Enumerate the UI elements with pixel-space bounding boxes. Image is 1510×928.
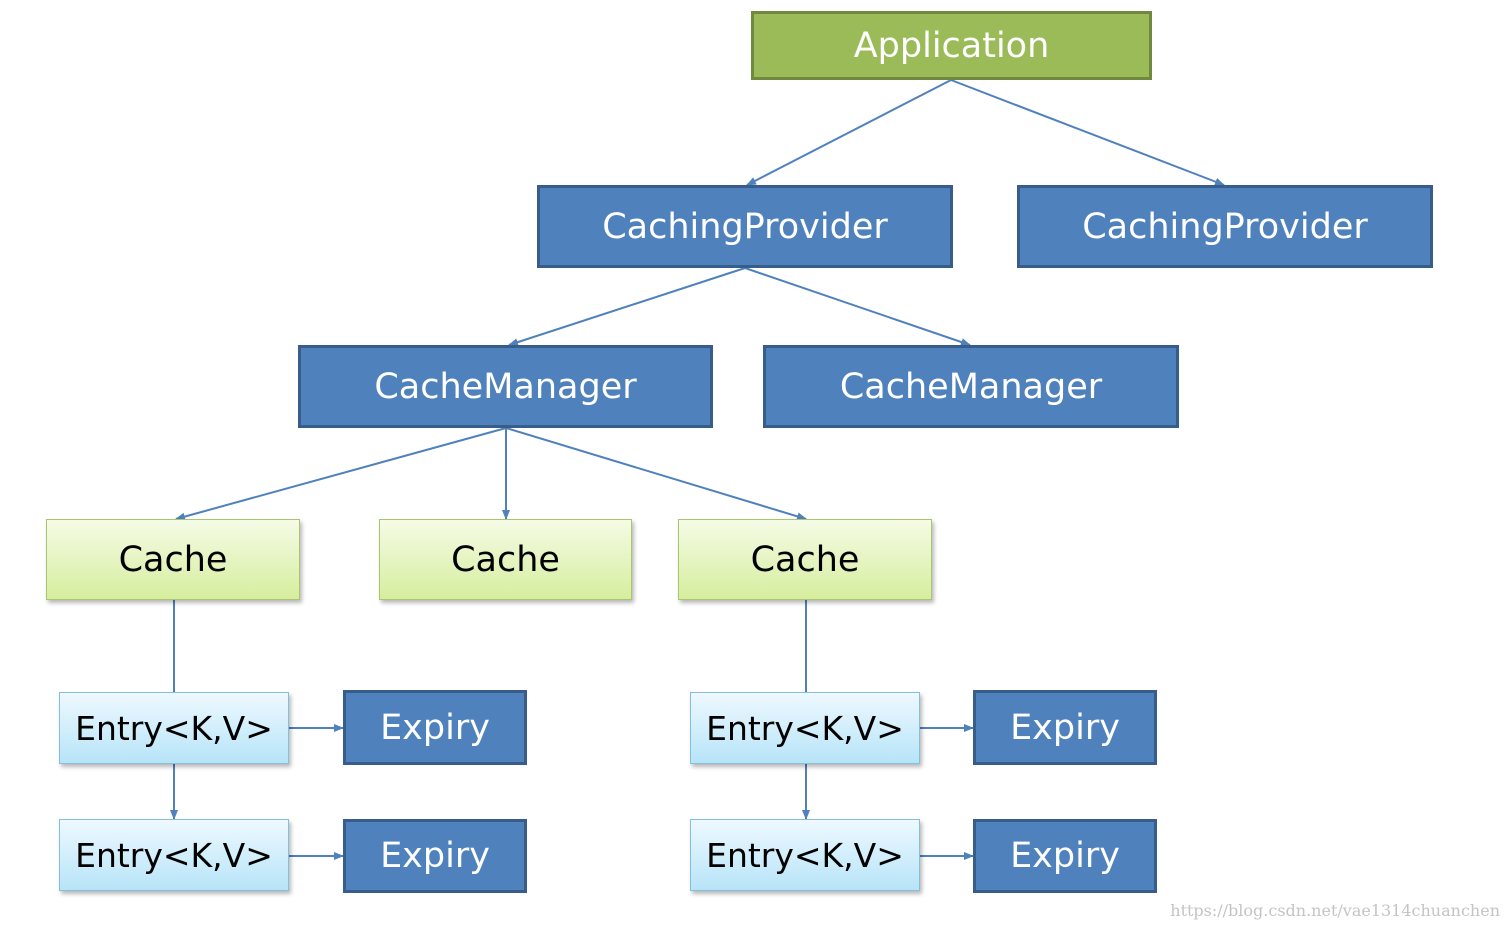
entry-node-3a: Entry<K,V> — [690, 692, 920, 764]
cache-manager-node-right: CacheManager — [763, 345, 1179, 428]
entry-node-3b: Entry<K,V> — [690, 819, 920, 891]
cache-node-1: Cache — [46, 519, 300, 600]
entry-node-1b: Entry<K,V> — [59, 819, 289, 891]
arrow-manager-to-cache-1 — [175, 427, 507, 521]
cache-node-2: Cache — [379, 519, 632, 600]
arrow-application-to-provider-left — [746, 79, 952, 186]
expiry-node-1b: Expiry — [343, 819, 527, 893]
arrow-manager-to-cache-3 — [505, 427, 807, 521]
expiry-node-3b: Expiry — [973, 819, 1157, 893]
caching-provider-node-right: CachingProvider — [1017, 185, 1433, 268]
entry-node-1a: Entry<K,V> — [59, 692, 289, 764]
expiry-node-3a: Expiry — [973, 690, 1157, 765]
arrow-application-to-provider-right — [950, 79, 1225, 186]
watermark: https://blog.csdn.net/vae1314chuanchen — [1170, 901, 1500, 920]
cache-manager-node-left: CacheManager — [298, 345, 713, 428]
cache-node-3: Cache — [678, 519, 932, 600]
expiry-node-1a: Expiry — [343, 690, 527, 765]
arrow-provider-to-manager-right — [744, 267, 971, 346]
caching-provider-node-left: CachingProvider — [537, 185, 953, 268]
application-node: Application — [751, 11, 1152, 80]
arrow-provider-to-manager-left — [508, 267, 746, 347]
